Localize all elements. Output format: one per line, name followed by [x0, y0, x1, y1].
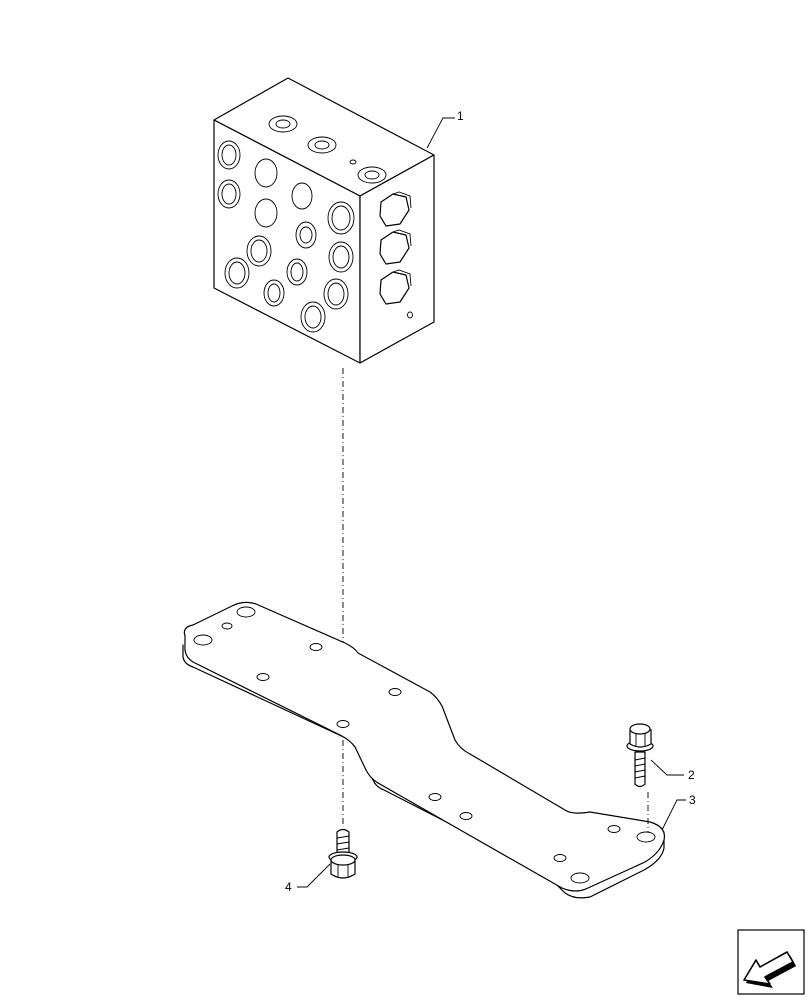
- callout-leader-1: [426, 117, 455, 149]
- mounting-plate: [182, 601, 666, 899]
- bolt-lower: [328, 828, 358, 879]
- arrow-left-down-icon[interactable]: [737, 929, 805, 995]
- bolt-upper: [626, 723, 654, 788]
- callout-label-4: 4: [285, 880, 292, 894]
- callout-label-3: 3: [689, 793, 696, 807]
- valve-block: [213, 77, 435, 364]
- callout-leader-4: [297, 863, 331, 888]
- callout-label-2: 2: [688, 768, 695, 782]
- callout-leader-3: [661, 799, 686, 831]
- callout-leader-2: [650, 759, 684, 776]
- callout-label-1: 1: [457, 109, 464, 123]
